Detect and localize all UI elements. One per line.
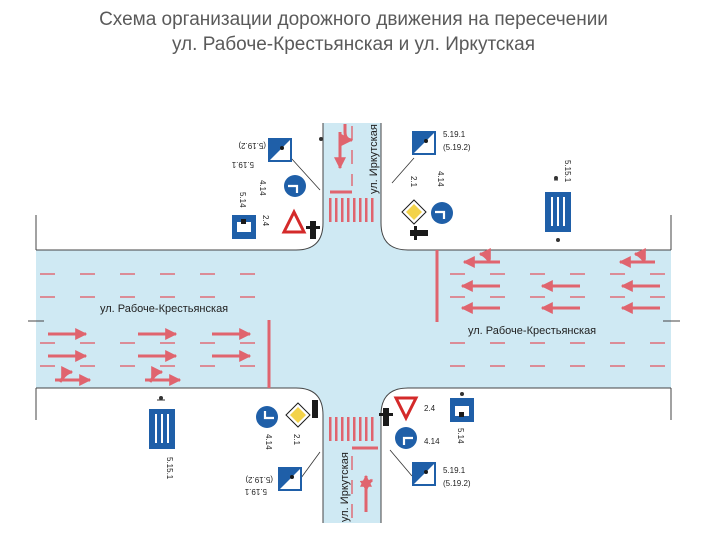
svg-text:(5.19.2): (5.19.2) <box>443 143 471 152</box>
ne-right-only-sign: 4.14 <box>431 171 453 224</box>
street-name-west: ул. Рабоче-Крестьянская <box>100 303 228 315</box>
road-edges <box>28 123 680 523</box>
svg-text:4.14: 4.14 <box>258 180 267 196</box>
se-crosswalk-sign-group: 5.19.1 (5.19.2) <box>389 449 471 488</box>
nw-left-only-sign: 5.14 <box>232 192 256 239</box>
vertical-road-south <box>323 388 381 523</box>
diagram-title-line-2: ул. Рабоче-Крестьянская и ул. Иркутская <box>171 34 536 55</box>
svg-text:4.14: 4.14 <box>264 434 273 450</box>
svg-text:(5.19.2): (5.19.2) <box>238 141 266 150</box>
svg-text:5.19.1: 5.19.1 <box>231 160 254 169</box>
svg-text:4.14: 4.14 <box>436 171 445 187</box>
west-lanes-sign: 5.15.1 <box>149 396 175 480</box>
se-right-only-sign: 4.14 <box>395 427 440 449</box>
east-lanes-sign: 5.15.1 <box>545 160 572 242</box>
lane-dashes-west <box>40 273 255 367</box>
direction-arrows-eastbound <box>48 328 252 386</box>
nw-crosswalk-sign-group: 5.19.1 (5.19.2) <box>231 137 323 191</box>
traffic-light-se <box>379 408 393 426</box>
svg-text:2.4: 2.4 <box>424 404 436 413</box>
svg-text:4.14: 4.14 <box>424 437 440 446</box>
svg-text:2.1: 2.1 <box>409 176 418 188</box>
crosswalk-north <box>329 198 374 222</box>
lane-dashes-east <box>450 273 665 367</box>
sw-main-road-sign: 2.1 <box>285 402 311 446</box>
corner-ne <box>381 223 408 250</box>
svg-text:2.1: 2.1 <box>292 434 301 446</box>
ne-main-road-sign: 2.1 <box>401 176 427 225</box>
nw-right-only-sign: 4.14 <box>258 175 306 197</box>
se-left-only-sign: 5.14 <box>450 392 474 444</box>
road-surface <box>36 123 671 523</box>
yield-sign-icon <box>281 208 307 234</box>
nw-yield-sign: 2.4 <box>261 208 307 234</box>
svg-text:5.14: 5.14 <box>238 192 247 208</box>
ne-crosswalk-sign-group: 5.19.1 (5.19.2) <box>391 130 471 184</box>
traffic-light-ne <box>410 226 428 240</box>
direction-arrows-westbound <box>460 248 660 314</box>
street-name-north: ул. Иркутская <box>368 124 380 194</box>
sw-right-only-sign: 4.14 <box>256 406 278 450</box>
street-name-east: ул. Рабоче-Крестьянская <box>468 325 596 337</box>
street-name-south: ул. Иркутская <box>339 452 351 522</box>
diagram-title-line-1: Схема организации дорожного движения на … <box>99 9 608 30</box>
crosswalk-south <box>329 417 374 441</box>
svg-text:5.19.1: 5.19.1 <box>244 487 267 496</box>
svg-text:2.4: 2.4 <box>261 215 270 227</box>
svg-text:5.15.1: 5.15.1 <box>165 457 174 480</box>
sw-crosswalk-sign-group: 5.19.1 (5.19.2) <box>244 451 321 496</box>
se-yield-sign: 2.4 <box>393 396 436 422</box>
yield-sign-icon <box>393 396 419 422</box>
svg-text:(5.19.2): (5.19.2) <box>443 479 471 488</box>
svg-text:5.15.1: 5.15.1 <box>563 160 572 183</box>
svg-text:5.14: 5.14 <box>456 428 465 444</box>
traffic-light-nw <box>306 221 320 239</box>
svg-text:5.19.1: 5.19.1 <box>443 466 466 475</box>
horizontal-road <box>36 250 671 388</box>
svg-text:(5.19.2): (5.19.2) <box>245 475 273 484</box>
traffic-light-sw <box>312 400 318 418</box>
svg-text:5.19.1: 5.19.1 <box>443 130 466 139</box>
direction-arrows-vertical <box>334 124 373 512</box>
stop-lines <box>267 190 439 450</box>
